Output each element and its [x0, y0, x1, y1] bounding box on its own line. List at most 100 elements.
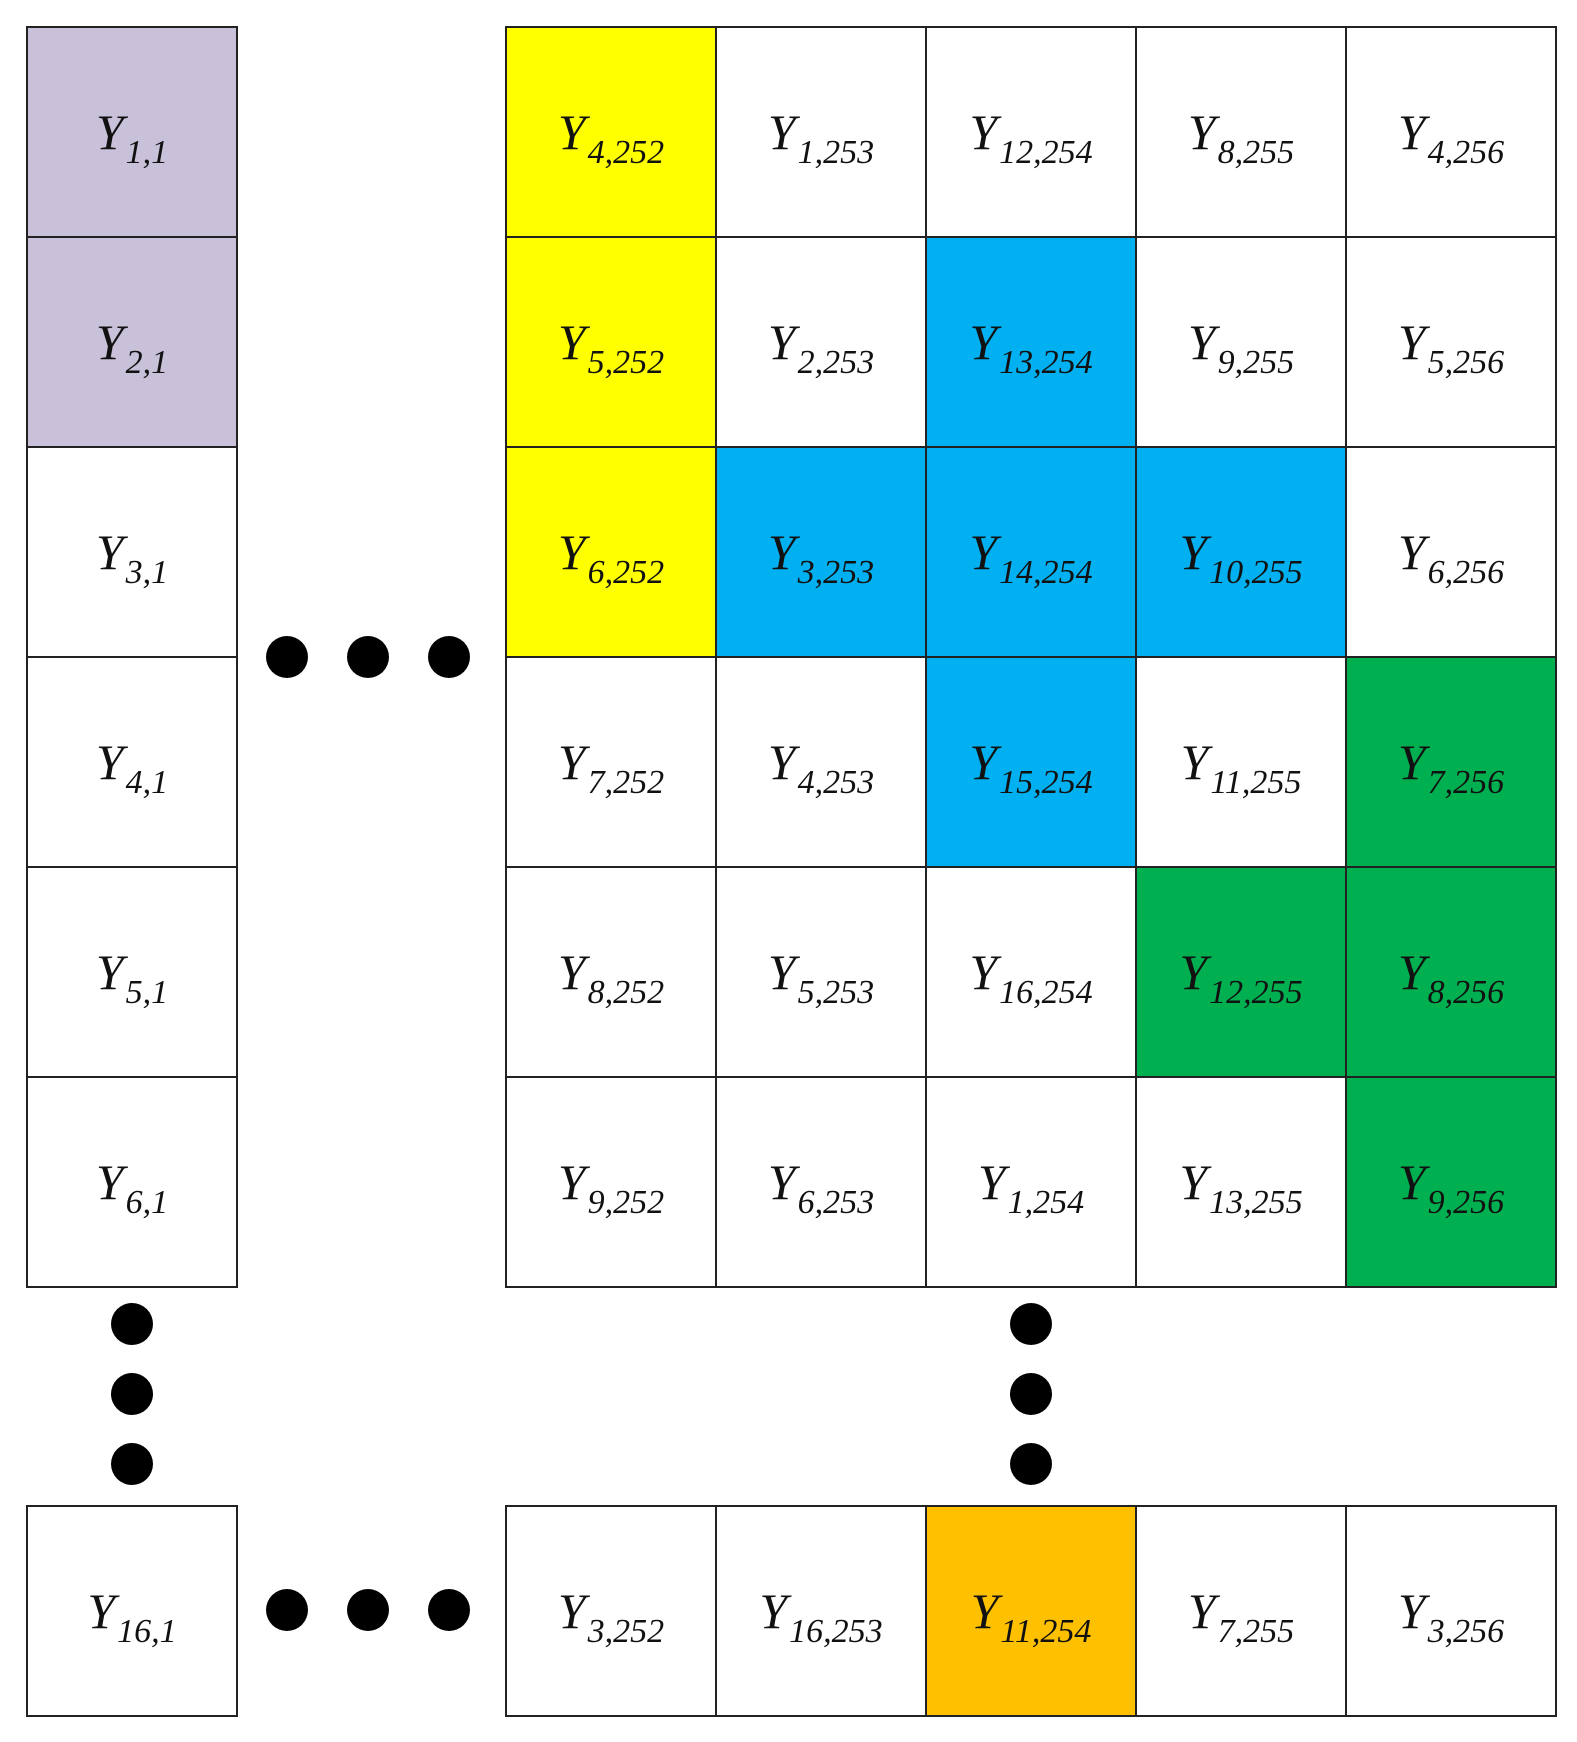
- cell-label: Y12,254: [969, 103, 1092, 170]
- matrix-cell: Y9,255: [1137, 238, 1347, 448]
- matrix-cell: Y16,253: [717, 1507, 927, 1717]
- cell-subscript: 9,256: [1427, 1183, 1505, 1221]
- matrix-cell: Y3,1: [28, 448, 238, 658]
- matrix-cell: Y1,254: [927, 1078, 1137, 1288]
- cell-subscript: 1,254: [1007, 1183, 1085, 1221]
- cell-symbol: Y: [557, 103, 586, 160]
- matrix-cell: Y1,253: [717, 28, 927, 238]
- matrix-cell: Y11,254: [927, 1507, 1137, 1717]
- cell-symbol: Y: [95, 313, 124, 370]
- horizontal-ellipsis-dot: [347, 636, 389, 678]
- matrix-cell: Y7,255: [1137, 1507, 1347, 1717]
- cell-symbol: Y: [969, 103, 998, 160]
- cell-subscript: 6,1: [125, 1183, 169, 1221]
- cell-subscript: 9,255: [1217, 343, 1295, 381]
- matrix-cell: Y13,255: [1137, 1078, 1347, 1288]
- matrix-cell: Y12,254: [927, 28, 1137, 238]
- cell-subscript: 13,255: [1209, 1183, 1303, 1221]
- matrix-cell: Y4,253: [717, 658, 927, 868]
- cell-symbol: Y: [969, 313, 998, 370]
- matrix-cell: Y8,256: [1347, 868, 1557, 1078]
- vertical-ellipsis-dot: [111, 1373, 153, 1415]
- cell-symbol: Y: [1179, 943, 1208, 1000]
- horizontal-ellipsis-dot: [428, 636, 470, 678]
- cell-subscript: 5,256: [1427, 343, 1505, 381]
- cell-symbol: Y: [977, 1153, 1006, 1210]
- cell-subscript: 4,1: [125, 763, 169, 801]
- cell-subscript: 15,254: [999, 763, 1093, 801]
- matrix-cell: Y7,256: [1347, 658, 1557, 868]
- cell-subscript: 3,256: [1427, 1612, 1505, 1650]
- cell-subscript: 12,254: [999, 133, 1093, 171]
- matrix-cell: Y11,255: [1137, 658, 1347, 868]
- cell-label: Y5,256: [1398, 317, 1504, 380]
- cell-symbol: Y: [1397, 103, 1426, 160]
- cell-symbol: Y: [1179, 523, 1208, 580]
- cell-label: Y5,253: [768, 947, 874, 1010]
- cell-label: Y13,254: [969, 313, 1092, 380]
- matrix-cell: Y3,252: [507, 1507, 717, 1717]
- cell-label: Y1,253: [768, 107, 874, 170]
- cell-symbol: Y: [95, 103, 124, 160]
- horizontal-ellipsis-dot: [266, 1589, 308, 1631]
- matrix-cell: Y7,252: [507, 658, 717, 868]
- cell-label: Y9,252: [558, 1157, 664, 1220]
- cell-subscript: 7,256: [1427, 763, 1505, 801]
- cell-subscript: 4,252: [587, 133, 665, 171]
- cell-symbol: Y: [95, 943, 124, 1000]
- matrix-cell: Y1,1: [28, 28, 238, 238]
- vertical-ellipsis-dot: [1010, 1303, 1052, 1345]
- matrix-cell: Y6,252: [507, 448, 717, 658]
- cell-label: Y3,253: [768, 527, 874, 590]
- cell-label: Y5,252: [557, 313, 664, 380]
- cell-symbol: Y: [95, 1153, 124, 1210]
- cell-subscript: 16,253: [789, 1612, 883, 1650]
- cell-subscript: 13,254: [999, 343, 1093, 381]
- cell-subscript: 4,253: [797, 763, 875, 801]
- cell-subscript: 16,254: [999, 973, 1093, 1011]
- cell-symbol: Y: [970, 1582, 999, 1639]
- cell-label: Y9,255: [1187, 313, 1294, 380]
- cell-label: Y7,255: [1187, 1582, 1294, 1649]
- cell-subscript: 4,256: [1427, 133, 1505, 171]
- matrix-cell: Y3,256: [1347, 1507, 1557, 1717]
- cell-label: Y4,1: [96, 737, 168, 800]
- cell-subscript: 3,1: [125, 553, 169, 591]
- cell-symbol: Y: [1187, 313, 1216, 370]
- matrix-cell: Y2,253: [717, 238, 927, 448]
- cell-subscript: 3,253: [797, 553, 875, 591]
- matrix-cell: Y12,255: [1137, 868, 1347, 1078]
- cell-symbol: Y: [1187, 1582, 1216, 1639]
- cell-symbol: Y: [1179, 1153, 1208, 1210]
- cell-label: Y8,255: [1188, 107, 1294, 170]
- cell-symbol: Y: [1180, 733, 1209, 790]
- cell-subscript: 6,256: [1427, 553, 1505, 591]
- cell-symbol: Y: [1397, 1153, 1426, 1210]
- matrix-cell: Y4,1: [28, 658, 238, 868]
- cell-symbol: Y: [557, 733, 586, 790]
- cell-subscript: 5,1: [125, 973, 169, 1011]
- cell-label: Y8,256: [1397, 943, 1504, 1010]
- matrix-cell: Y14,254: [927, 448, 1137, 658]
- cell-label: Y6,252: [558, 527, 664, 590]
- matrix-cell: Y5,253: [717, 868, 927, 1078]
- cell-label: Y10,255: [1179, 523, 1302, 590]
- cell-subscript: 2,1: [125, 343, 169, 381]
- horizontal-ellipsis-dot: [266, 636, 308, 678]
- cell-label: Y6,253: [768, 1157, 874, 1220]
- cell-symbol: Y: [1397, 1582, 1426, 1639]
- cell-subscript: 7,252: [587, 763, 665, 801]
- cell-symbol: Y: [557, 313, 586, 370]
- cell-subscript: 11,254: [1000, 1612, 1092, 1650]
- cell-subscript: 8,255: [1217, 133, 1295, 171]
- cell-subscript: 8,256: [1427, 973, 1505, 1011]
- left-bottom-cell-group: Y16,1: [26, 1505, 238, 1717]
- cell-label: Y2,253: [768, 317, 874, 380]
- cell-symbol: Y: [95, 523, 124, 580]
- cell-symbol: Y: [1397, 943, 1426, 1000]
- cell-subscript: 3,252: [587, 1612, 665, 1650]
- cell-label: Y6,256: [1398, 527, 1504, 590]
- cell-symbol: Y: [969, 733, 998, 790]
